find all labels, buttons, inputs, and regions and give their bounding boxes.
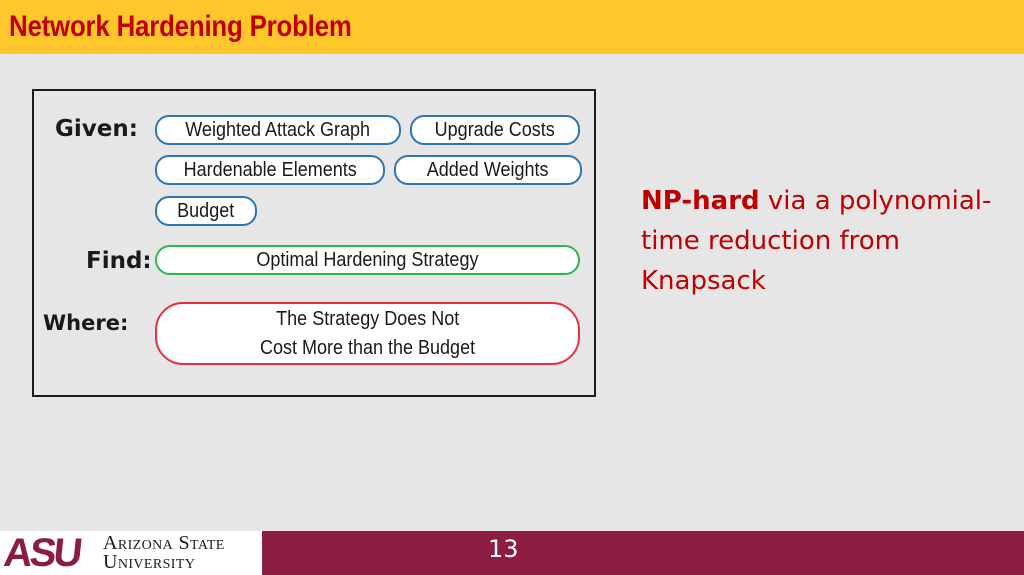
- asu-logo-line2: University: [103, 551, 196, 573]
- given-hardenable-elements: Hardenable Elements: [155, 155, 385, 185]
- given-upgrade-costs: Upgrade Costs: [410, 115, 580, 145]
- slide-title: Network Hardening Problem: [9, 10, 352, 43]
- where-label: Where:: [43, 311, 129, 335]
- given-added-weights: Added Weights: [394, 155, 582, 185]
- np-hard-emphasis: NP-hard: [641, 186, 760, 216]
- given-label: Given:: [55, 116, 138, 142]
- asu-logo-mark: ASU: [1, 531, 82, 575]
- asu-logo-line1: Arizona State: [103, 532, 225, 554]
- title-bar: [0, 0, 1024, 54]
- given-weighted-attack-graph: Weighted Attack Graph: [155, 115, 401, 145]
- np-hard-note: NP-hard via a polynomial-time reduction …: [641, 181, 1011, 301]
- where-constraint: The Strategy Does Not Cost More than the…: [155, 302, 580, 365]
- np-hard-text: via a polynomial-time reduction from Kna…: [641, 186, 992, 296]
- find-label: Find:: [86, 248, 152, 274]
- asu-logo: ASU Arizona State University: [0, 531, 262, 575]
- where-line-1: The Strategy Does Not: [275, 307, 460, 330]
- asu-logo-text: Arizona State University: [103, 532, 263, 573]
- given-budget: Budget: [155, 196, 257, 226]
- find-optimal-strategy: Optimal Hardening Strategy: [155, 245, 580, 275]
- page-number: 13: [488, 535, 519, 563]
- where-line-2: Cost More than the Budget: [259, 336, 476, 359]
